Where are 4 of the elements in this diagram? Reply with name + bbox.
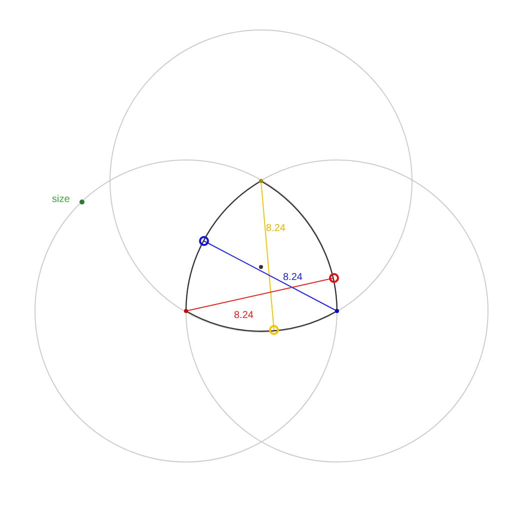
length-label: 8.24 <box>283 272 302 283</box>
point-label: size <box>52 194 70 205</box>
length-label: 8.24 <box>266 223 286 234</box>
length-label: 8.24 <box>234 310 254 321</box>
